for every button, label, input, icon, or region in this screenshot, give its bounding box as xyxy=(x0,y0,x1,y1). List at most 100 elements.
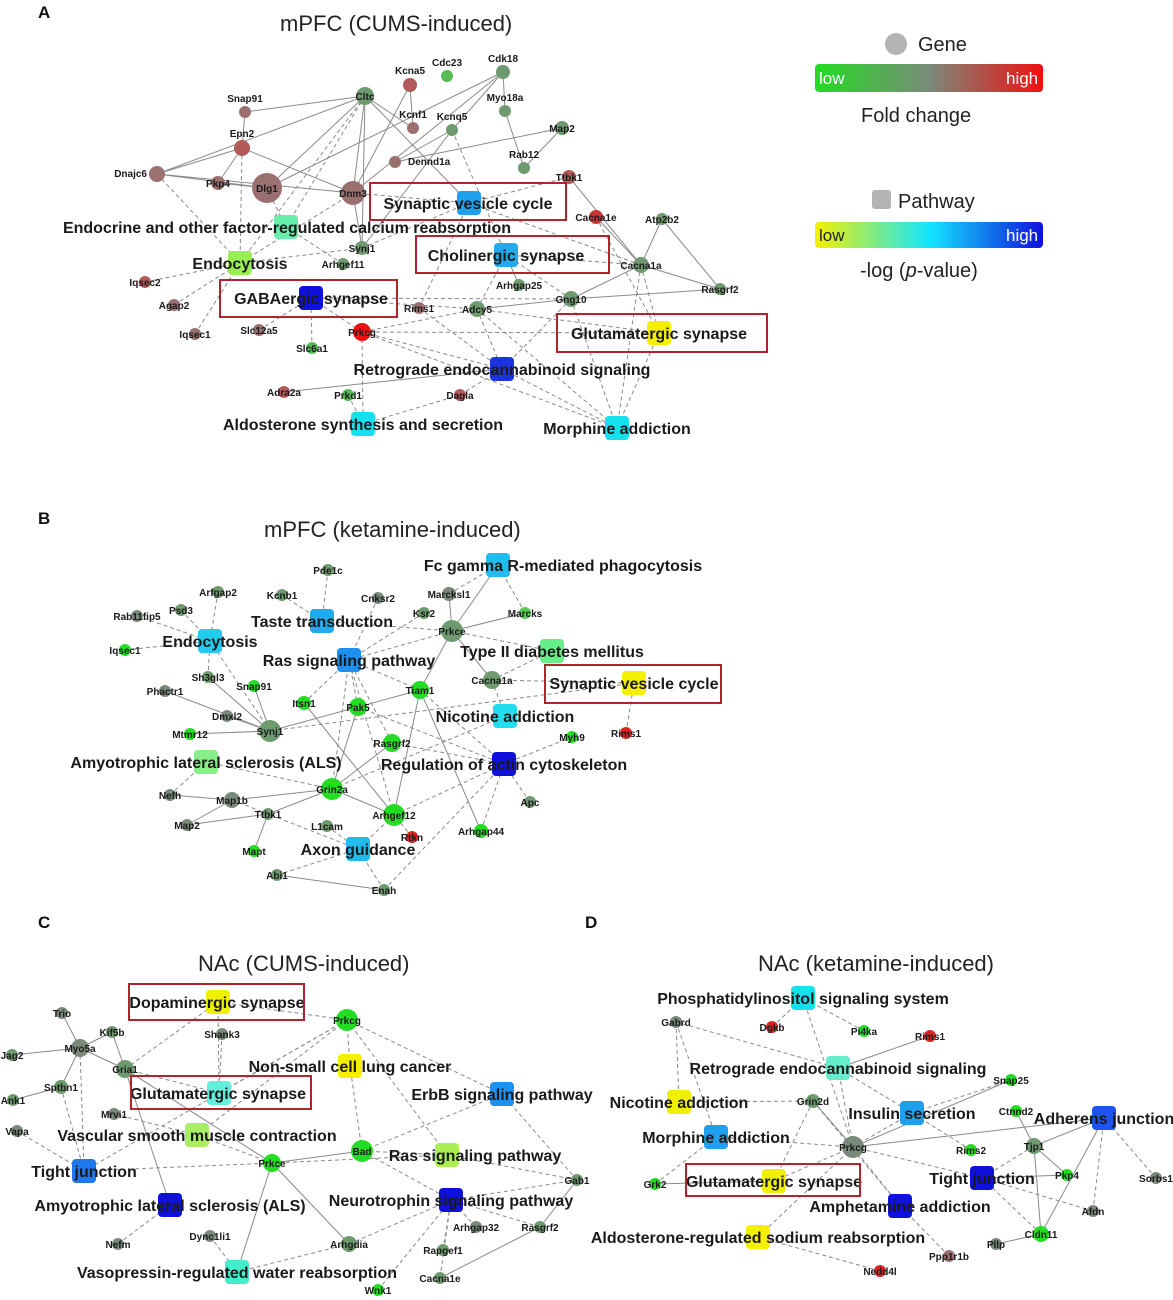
gene-node-ttbk1[interactable] xyxy=(262,808,274,820)
pathway-node-neurotrophin-signaling-pathway[interactable] xyxy=(439,1188,463,1212)
gene-node-rasgrf2[interactable] xyxy=(383,734,401,752)
pathway-node-amyotrophic-lateral-sclerosis-als[interactable] xyxy=(158,1193,182,1217)
gene-node-prkcg[interactable] xyxy=(353,323,371,341)
gene-node-dnajc6[interactable] xyxy=(149,166,165,182)
gene-node-rims1[interactable] xyxy=(413,302,425,314)
gene-node-bad[interactable] xyxy=(351,1140,373,1162)
gene-node-marcksl1[interactable] xyxy=(442,587,456,601)
gene-node-dgkb[interactable] xyxy=(766,1021,778,1033)
pathway-node-erbb-signaling-pathway[interactable] xyxy=(490,1082,514,1106)
gene-node-pllp[interactable] xyxy=(990,1238,1002,1250)
gene-node-grin2d[interactable] xyxy=(806,1094,820,1108)
gene-node-pak5[interactable] xyxy=(349,698,367,716)
gene-node-shank3[interactable] xyxy=(216,1028,228,1040)
gene-node-prkcg[interactable] xyxy=(842,1136,864,1158)
pathway-node-aldosterone-synthesis-and-secretion[interactable] xyxy=(351,412,375,436)
gene-node-pde1c[interactable] xyxy=(322,564,334,576)
gene-node-marcks[interactable] xyxy=(519,607,531,619)
pathway-node-ras-signaling-pathway[interactable] xyxy=(435,1143,459,1167)
gene-node-arhgap25[interactable] xyxy=(513,279,525,291)
gene-node-myo18a[interactable] xyxy=(499,105,511,117)
pathway-node-gabaergic-synapse[interactable] xyxy=(299,286,323,310)
gene-node-cacna1e[interactable] xyxy=(434,1272,446,1284)
gene-node-gng10[interactable] xyxy=(563,291,579,307)
gene-node-psd3[interactable] xyxy=(175,604,187,616)
gene-node-sptbn1[interactable] xyxy=(54,1080,68,1094)
gene-node-rab11fip5[interactable] xyxy=(131,610,143,622)
gene-node-apc[interactable] xyxy=(524,796,536,808)
gene-node-jag2[interactable] xyxy=(6,1049,18,1061)
pathway-node-morphine-addiction[interactable] xyxy=(605,416,629,440)
pathway-node-glutamatergic-synapse[interactable] xyxy=(762,1169,786,1193)
gene-node-map1b[interactable] xyxy=(224,792,240,808)
gene-node-kcna5[interactable] xyxy=(403,78,417,92)
gene-node-pi4ka[interactable] xyxy=(858,1025,870,1037)
pathway-node-adherens-junction[interactable] xyxy=(1092,1106,1116,1130)
gene-node-mtmr12[interactable] xyxy=(184,728,196,740)
gene-node-grin2a[interactable] xyxy=(321,778,343,800)
gene-node-ank1[interactable] xyxy=(7,1094,19,1106)
gene-node-dync1li1[interactable] xyxy=(204,1230,216,1242)
pathway-node-endocytosis[interactable] xyxy=(228,251,252,275)
pathway-node-vascular-smooth-muscle-contraction[interactable] xyxy=(185,1123,209,1147)
pathway-node-tight-junction[interactable] xyxy=(72,1159,96,1183)
gene-node-rasgrf2[interactable] xyxy=(714,283,726,295)
gene-node-nedd4l[interactable] xyxy=(874,1265,886,1277)
gene-node-adcy5[interactable] xyxy=(469,301,485,317)
gene-node-cldn11[interactable] xyxy=(1033,1226,1049,1242)
pathway-node-dopaminergic-synapse[interactable] xyxy=(206,990,230,1014)
gene-node-abi1[interactable] xyxy=(271,869,283,881)
gene-node-slc6a1[interactable] xyxy=(306,342,318,354)
gene-node-rtkn[interactable] xyxy=(406,831,418,843)
pathway-node-glutamatergic-synapse[interactable] xyxy=(207,1081,231,1105)
pathway-node-synaptic-vesicle-cycle[interactable] xyxy=(622,671,646,695)
gene-node-tjp1[interactable] xyxy=(1026,1138,1042,1154)
gene-node-snap91[interactable] xyxy=(248,680,260,692)
gene-node-kcnb1[interactable] xyxy=(276,589,288,601)
gene-node-gab1[interactable] xyxy=(571,1174,583,1186)
gene-node-arhgap44[interactable] xyxy=(474,824,488,838)
gene-node-cacna1a[interactable] xyxy=(633,257,649,273)
gene-node-trio[interactable] xyxy=(56,1007,68,1019)
gene-node-arfgap2[interactable] xyxy=(212,586,224,598)
gene-node-prkcg[interactable] xyxy=(336,1009,358,1031)
gene-node-arhgap32[interactable] xyxy=(470,1221,482,1233)
gene-node-map2[interactable] xyxy=(555,121,569,135)
gene-node-wnk1[interactable] xyxy=(372,1284,384,1296)
gene-node-dnm3[interactable] xyxy=(341,181,365,205)
gene-node-rapgef1[interactable] xyxy=(437,1244,449,1256)
gene-node-snap25[interactable] xyxy=(1005,1074,1017,1086)
pathway-node-amyotrophic-lateral-sclerosis-als[interactable] xyxy=(194,750,218,774)
gene-node-adra2a[interactable] xyxy=(278,386,290,398)
gene-node-synj1[interactable] xyxy=(355,241,369,255)
gene-node-arhgdia[interactable] xyxy=(341,1236,357,1252)
gene-node-snap91[interactable] xyxy=(239,106,251,118)
gene-node-ctnnd2[interactable] xyxy=(1010,1105,1022,1117)
pathway-node-axon-guidance[interactable] xyxy=(346,837,370,861)
pathway-node-glutamatergic-synapse[interactable] xyxy=(647,321,671,345)
gene-node-cltc[interactable] xyxy=(356,87,374,105)
gene-node-ppp1r1b[interactable] xyxy=(943,1250,955,1262)
gene-node-grk2[interactable] xyxy=(649,1178,661,1190)
pathway-node-fc-gamma-r-mediated-phagocytosis[interactable] xyxy=(486,553,510,577)
gene-node-epn2[interactable] xyxy=(234,140,250,156)
gene-node-itsn1[interactable] xyxy=(297,696,311,710)
gene-node-nefm[interactable] xyxy=(112,1238,124,1250)
gene-node-pkp4[interactable] xyxy=(1061,1169,1073,1181)
gene-node-rims2[interactable] xyxy=(965,1144,977,1156)
gene-node-cdk18[interactable] xyxy=(496,65,510,79)
gene-node-tiam1[interactable] xyxy=(411,681,429,699)
pathway-node-tight-junction[interactable] xyxy=(970,1166,994,1190)
gene-node-arhgef11[interactable] xyxy=(337,258,349,270)
pathway-node-morphine-addiction[interactable] xyxy=(704,1125,728,1149)
gene-node-prkd1[interactable] xyxy=(342,389,354,401)
gene-node-phactr1[interactable] xyxy=(159,685,171,697)
gene-node-slc12a5[interactable] xyxy=(253,324,265,336)
gene-node-dmxl2[interactable] xyxy=(221,710,233,722)
gene-node-iqsec1[interactable] xyxy=(189,328,201,340)
gene-node-cnksr2[interactable] xyxy=(372,592,384,604)
pathway-node-ras-signaling-pathway[interactable] xyxy=(337,648,361,672)
gene-node-mapt[interactable] xyxy=(248,845,260,857)
gene-node-sorbs1[interactable] xyxy=(1150,1172,1162,1184)
gene-node-atp2b2[interactable] xyxy=(656,213,668,225)
